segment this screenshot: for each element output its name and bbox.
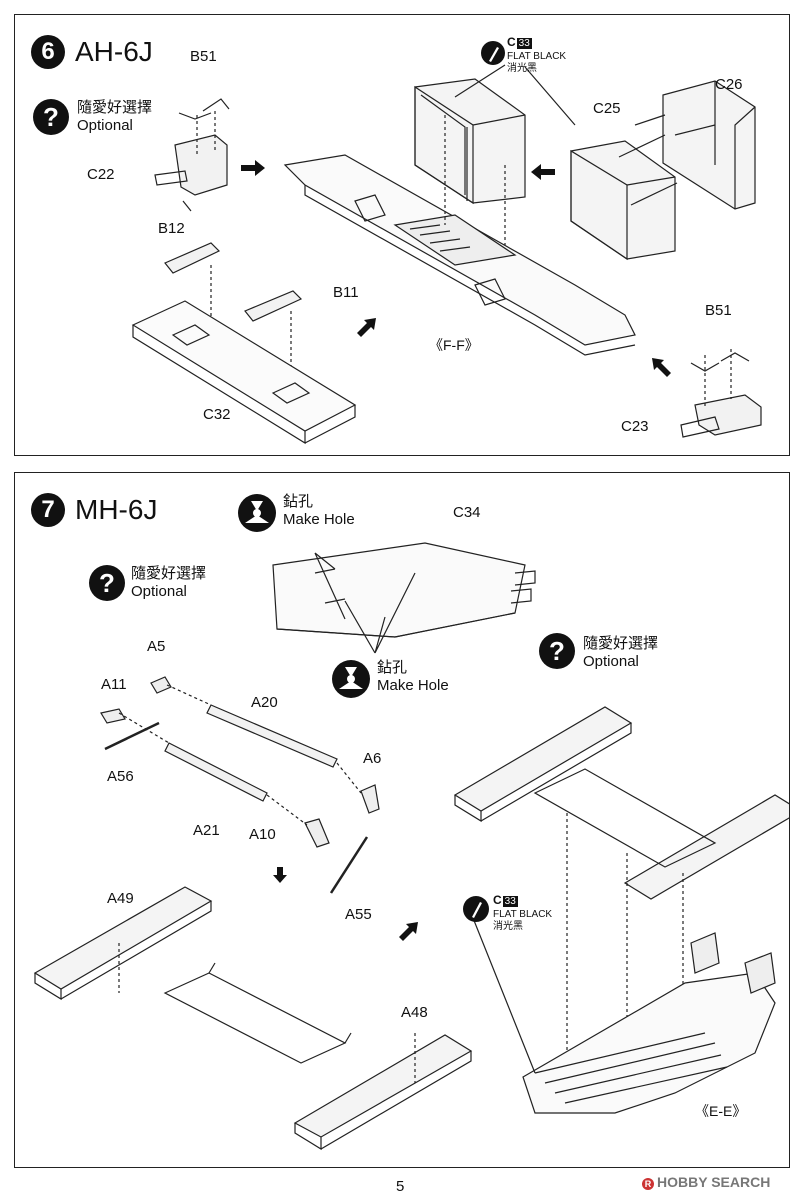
make-hole-note: 鉆孔 Make Hole: [283, 493, 355, 529]
watermark-text: HOBBY SEARCH: [657, 1174, 771, 1190]
section-label: 《F-F》: [429, 337, 479, 353]
optional-zh: 隨愛好選擇: [131, 565, 207, 582]
question-icon: ?: [89, 565, 125, 601]
step-title: MH-6J: [75, 494, 158, 525]
part-label-b11: B11: [333, 284, 359, 301]
section-label: 《E-E》: [695, 1103, 747, 1119]
step-6-drawing: [131, 64, 762, 445]
part-label-c22: C22: [87, 166, 115, 183]
part-label-c25: C25: [593, 100, 621, 117]
part-label-c23: C23: [621, 418, 649, 435]
paint-code: C: [493, 893, 502, 907]
page-number: 5: [396, 1178, 405, 1195]
part-label-a6: A6: [363, 750, 382, 767]
part-label-b51-right: B51: [705, 302, 732, 319]
watermark-logo-icon: R: [642, 1178, 654, 1190]
step-number-badge: 7: [31, 493, 65, 527]
drill-icon: [332, 660, 370, 698]
paint-number: 33: [516, 38, 532, 49]
part-label-a11: A11: [101, 676, 127, 693]
part-label-a55: A55: [345, 906, 372, 923]
paint-code: C: [507, 35, 516, 49]
paint-number: 33: [502, 896, 518, 907]
drill-icon: [238, 494, 276, 532]
part-label-b51: B51: [190, 48, 217, 65]
optional-en: Optional: [131, 583, 187, 600]
step-number-badge: 6: [31, 35, 65, 69]
step-7-drawing: [33, 542, 789, 1151]
part-label-a49: A49: [107, 890, 134, 907]
question-icon: ?: [539, 633, 575, 669]
make-hole-en: Make Hole: [283, 511, 355, 528]
optional-en: Optional: [77, 117, 133, 134]
make-hole-en: Make Hole: [377, 677, 449, 694]
part-label-a10: A10: [249, 826, 276, 843]
optional-note-right: 隨愛好選擇 Optional: [583, 635, 658, 671]
part-label-a20: A20: [251, 694, 278, 711]
paintbrush-icon: [481, 41, 505, 65]
make-hole-zh: 鉆孔: [283, 493, 314, 510]
step-title: AH-6J: [75, 36, 153, 67]
part-label-c32: C32: [203, 406, 231, 423]
part-label-b12: B12: [158, 220, 185, 237]
part-label-a56: A56: [107, 768, 134, 785]
paintbrush-icon: [463, 896, 489, 922]
step-7-panel: 7 MH-6J ? 隨愛好選擇 Optional ? 隨愛好選擇 Optiona…: [14, 472, 790, 1168]
paint-name-en: FLAT BLACK: [493, 909, 553, 920]
paint-name-zh: 消光黑: [493, 921, 523, 932]
question-icon: ?: [33, 99, 69, 135]
part-label-c34: C34: [453, 504, 481, 521]
part-label-a21: A21: [193, 822, 220, 839]
optional-zh: 隨愛好選擇: [77, 99, 153, 116]
paint-name-zh: 消光黑: [507, 63, 537, 74]
make-hole-zh: 鉆孔: [377, 659, 408, 676]
make-hole-note: 鉆孔 Make Hole: [377, 659, 449, 695]
part-label-a5: A5: [147, 638, 166, 655]
optional-zh: 隨愛好選擇: [583, 635, 659, 652]
part-label-a48: A48: [401, 1004, 428, 1021]
paint-name-en: FLAT BLACK: [507, 51, 567, 62]
optional-en: Optional: [583, 653, 639, 670]
optional-note: 隨愛好選擇 Optional: [77, 99, 152, 135]
part-label-c26: C26: [715, 76, 743, 93]
optional-note: 隨愛好選擇 Optional: [131, 565, 206, 601]
